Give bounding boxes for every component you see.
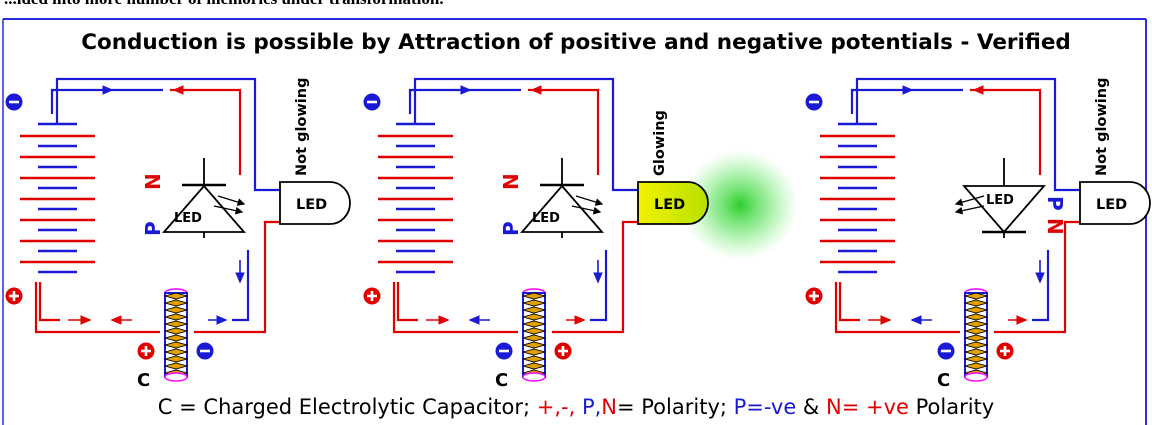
top-clipped-text: ...ided into more number of memories und… — [4, 0, 444, 9]
diode-label: LED — [532, 211, 560, 226]
led-status-label: Glowing — [652, 110, 668, 176]
led-package — [637, 181, 709, 225]
caption-polarity-end: Polarity — [908, 395, 995, 419]
caption-positive: +ve — [859, 395, 909, 419]
capacitor-cap-bottom — [964, 372, 988, 382]
caption-p: P, — [581, 395, 602, 419]
legend-caption: C = Charged Electrolytic Capacitor; +,-,… — [0, 395, 1152, 419]
current-path-bottom-left — [396, 282, 418, 322]
led-package-label: LED — [296, 197, 327, 213]
diode-top-polarity: P — [1043, 196, 1067, 211]
caption-signs: +,-, — [536, 395, 582, 419]
diode-label: LED — [174, 211, 202, 226]
current-path-bottom-right — [1032, 250, 1050, 322]
wire-led-bottom — [994, 220, 1080, 334]
capacitor-label: C — [137, 370, 150, 391]
caption-capacitor-text: C = Charged Electrolytic Capacitor; — [157, 395, 537, 419]
caption-polarity: = Polarity; — [617, 395, 734, 419]
caption-n: N — [601, 395, 617, 419]
diode-bottom-polarity: P — [141, 221, 165, 236]
diode-label: LED — [986, 193, 1014, 208]
led-package — [1079, 181, 1151, 225]
capacitor-cap-bottom — [522, 372, 546, 382]
current-path-inner-top — [408, 88, 521, 114]
current-path-inner-top — [850, 88, 963, 114]
led-status-label: Not glowing — [1094, 78, 1110, 176]
diode-bottom-polarity: P — [499, 221, 523, 236]
diode-bottom-polarity: N — [1043, 218, 1067, 235]
current-path-red-top — [528, 88, 600, 175]
wire-led-bottom — [552, 220, 638, 334]
capacitor-label: C — [937, 370, 950, 391]
current-path-red-top — [970, 88, 1042, 175]
current-path-inner-top — [50, 88, 163, 114]
wire-negative-top — [855, 77, 1080, 192]
current-path-red-top — [170, 88, 242, 175]
led-status-label: Not glowing — [294, 78, 310, 176]
led-glow — [682, 150, 798, 260]
led-package-label: LED — [1096, 197, 1127, 213]
diode-top-polarity: N — [141, 173, 165, 190]
diode-symbol: LED N P — [499, 158, 604, 238]
led-package-label: LED — [654, 197, 685, 213]
diode-top-polarity: N — [499, 173, 523, 190]
wire-led-bottom — [194, 220, 280, 334]
wire-positive-bottom — [392, 282, 518, 334]
current-path-bottom-right — [590, 250, 608, 322]
diagram-title: Conduction is possible by Attraction of … — [81, 30, 1071, 55]
capacitor-label: C — [495, 370, 508, 391]
caption-and: & — [796, 395, 826, 419]
current-path-bottom-right — [232, 250, 250, 322]
current-path-bottom-left — [38, 282, 60, 322]
wire-positive-bottom — [34, 282, 160, 334]
wire-negative-top — [55, 77, 280, 192]
caption-n-equals: N= — [825, 395, 860, 419]
wire-positive-bottom — [834, 282, 960, 334]
caption-p-negative: P=-ve — [733, 395, 797, 419]
diode-symbol: LED PN — [954, 158, 1067, 238]
wire-negative-top — [413, 77, 638, 192]
current-path-bottom-left — [838, 282, 860, 322]
diode-symbol: LED N P — [141, 158, 246, 238]
capacitor-cap-bottom — [164, 372, 188, 382]
led-package — [279, 181, 351, 225]
